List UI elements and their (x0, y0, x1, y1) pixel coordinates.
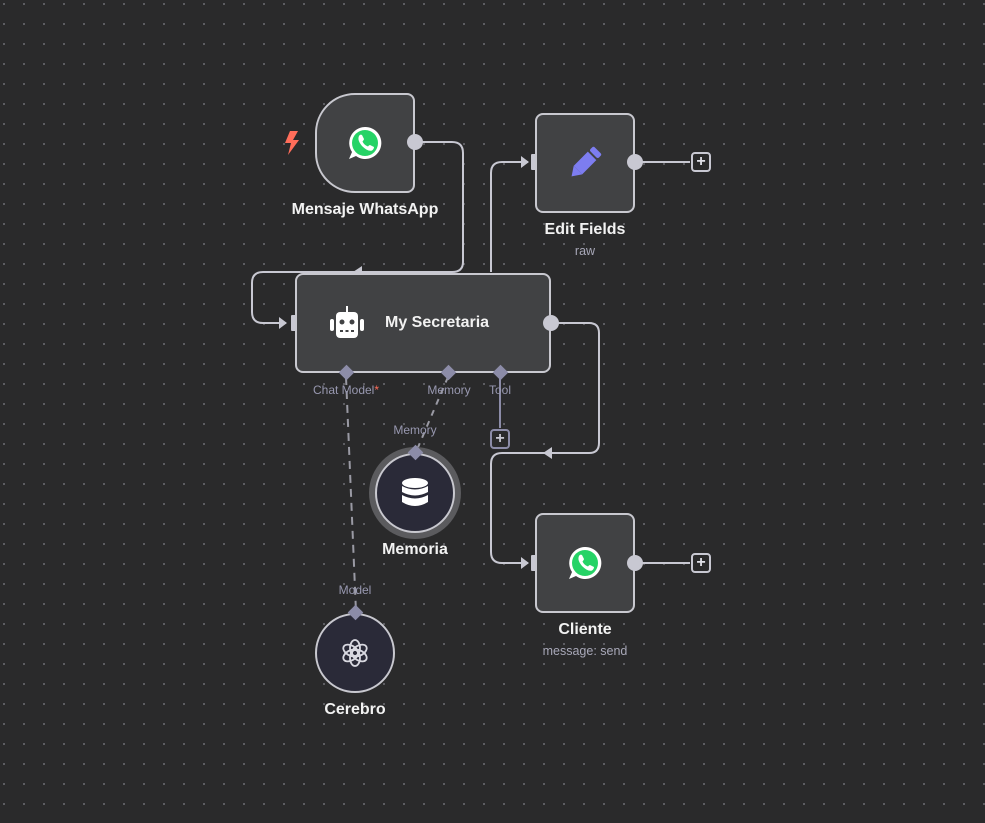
robot-icon (330, 306, 364, 338)
whatsapp-icon (569, 546, 602, 579)
database-icon (402, 478, 428, 506)
connection-arrow (543, 447, 552, 459)
memory-port-label: Memory (427, 383, 471, 397)
node-cliente[interactable] (535, 513, 635, 613)
trigger-output-handle[interactable] (407, 134, 423, 150)
connection-arrow (521, 156, 529, 168)
cerebro-port-label: Model (338, 583, 372, 597)
node-subtitle: message: send (542, 644, 628, 658)
connection-chat-model (345, 376, 357, 613)
chat-model-port-label: Chat Model* (313, 383, 379, 397)
memoria-port-label: Memory (393, 423, 437, 437)
lightning-bolt-icon (285, 131, 299, 155)
node-label: Memoria (382, 541, 448, 558)
node-edit-fields[interactable] (535, 113, 635, 213)
connection-arrow (279, 317, 287, 329)
add-node-after-cliente-button[interactable]: + (691, 553, 711, 573)
node-my-secretaria[interactable]: My Secretaria (295, 273, 551, 373)
connection-arrow (521, 557, 529, 569)
node-subtitle: raw (574, 244, 596, 258)
node-label: Edit Fields (544, 221, 626, 238)
whatsapp-icon (349, 126, 382, 159)
tool-port-label: Tool (488, 383, 512, 397)
add-node-after-edit-fields-button[interactable]: + (691, 152, 711, 172)
node-label: Mensaje WhatsApp (291, 201, 439, 218)
cliente-output-handle[interactable] (627, 555, 643, 571)
node-label: My Secretaria (385, 314, 490, 331)
required-marker: * (374, 383, 380, 397)
agent-output-handle[interactable] (543, 315, 559, 331)
edit-fields-output-handle[interactable] (627, 154, 643, 170)
pencil-icon (571, 146, 602, 177)
node-cerebro[interactable] (315, 613, 395, 693)
node-label: Cliente (558, 621, 612, 638)
node-memoria[interactable] (375, 453, 455, 533)
node-mensaje-whatsapp[interactable] (315, 93, 415, 193)
node-label: Cerebro (324, 701, 386, 718)
add-tool-button[interactable]: + (490, 429, 510, 449)
connection-agent-to-edit-fields (490, 161, 528, 272)
openai-icon (342, 639, 368, 667)
port-label-text: Chat Model (312, 383, 375, 397)
